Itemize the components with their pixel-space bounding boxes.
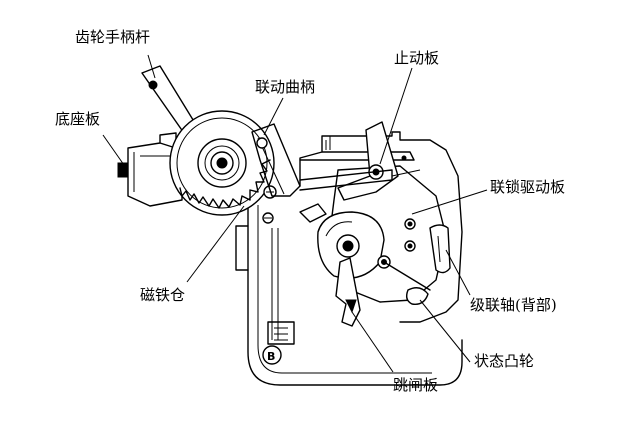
gear-assembly (169, 110, 277, 216)
leader-trip-plate (351, 311, 394, 373)
leader-stage-shaft (445, 249, 471, 296)
label-stop-plate: 止动板 (394, 49, 440, 67)
cam-and-trip-assembly (299, 203, 431, 327)
label-base-plate: 底座板 (55, 110, 101, 128)
leader-gear-handle (147, 54, 156, 79)
center-screw-icon (262, 212, 274, 224)
leader-status-cam (419, 299, 471, 363)
label-stage-linkage-shaft: 级联轴(背部) (470, 296, 557, 314)
svg-text:B: B (267, 350, 275, 363)
leader-lines (102, 54, 488, 373)
bottom-screw-icon (262, 345, 282, 365)
label-linkage-crank: 联动曲柄 (255, 78, 316, 96)
leader-stop-plate (379, 67, 413, 165)
leader-drive-plate (411, 189, 488, 215)
label-interlock-drive-plate: 联锁驱动板 (490, 178, 566, 196)
stop-plate-part (299, 121, 421, 201)
label-trip-plate: 跳闸板 (393, 376, 439, 394)
label-gear-handle-lever: 齿轮手柄杆 (75, 28, 151, 46)
label-status-cam: 状态凸轮 (474, 352, 535, 370)
label-magnet-chamber: 磁铁仓 (140, 286, 186, 304)
leader-magnet-chamber (186, 205, 245, 283)
linkage-crank-part (251, 123, 301, 197)
base-plate-body: B (235, 187, 463, 386)
leader-base-plate (102, 134, 125, 166)
leader-linkage-crank (263, 97, 284, 136)
